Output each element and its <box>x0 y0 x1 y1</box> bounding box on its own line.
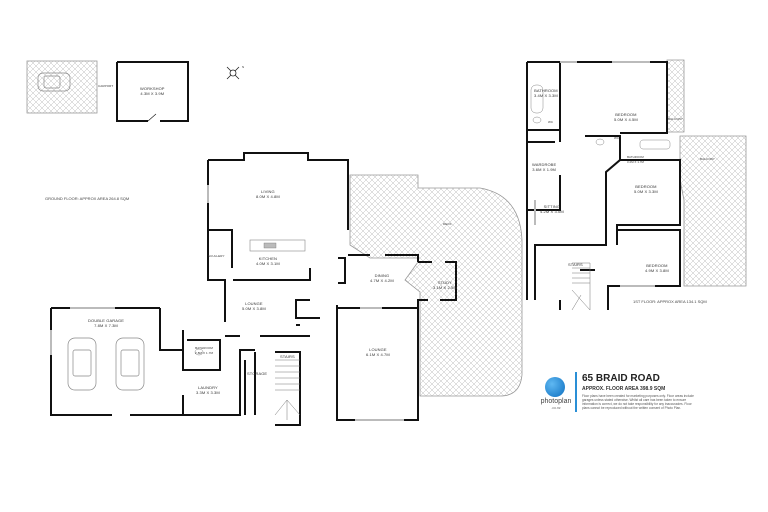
room-label-deck: DECK <box>443 222 452 226</box>
compass-north-label: N <box>242 65 245 69</box>
ground-floor-area-label: GROUND FLOOR: APPROX AREA 264.8 SQM <box>45 196 130 201</box>
car-icon <box>67 337 145 391</box>
room-label-balcony-2: BALCONY <box>700 157 716 161</box>
disclaimer-text: Floor plans have been created for market… <box>582 394 694 410</box>
room-label-wc: WC <box>548 120 554 124</box>
room-label-scullery: SCULLERY <box>208 254 225 258</box>
workshop <box>116 61 189 122</box>
ground-floor-walls <box>50 152 457 426</box>
carport <box>26 60 98 114</box>
room-label-stairs: STAIRS <box>280 354 295 359</box>
stairs-first <box>571 262 591 311</box>
room-label-balcony: BALCONY <box>668 117 684 121</box>
photoplan-logo: photoplan .co.nz <box>531 377 581 422</box>
total-floor-area: APPROX. FLOOR AREA 398.9 SQM <box>582 386 666 392</box>
property-address: 65 BRAID ROAD <box>582 373 660 384</box>
compass-icon <box>226 66 240 80</box>
room-label-carport: CARPORT <box>98 84 114 88</box>
first-floor-walls <box>526 61 681 310</box>
room-label-stairs-1f: STAIRS <box>568 262 583 267</box>
room-label-storage: STORAGE <box>247 371 268 376</box>
first-floor-area-label: 1ST FLOOR: APPROX AREA 134.1 SQM <box>633 299 707 304</box>
logo-wordmark: photoplan <box>540 398 572 405</box>
room-label-wc-2: WC <box>614 136 620 140</box>
stairs-ground <box>274 359 301 420</box>
car-icon <box>37 72 71 92</box>
deck <box>349 174 523 397</box>
logo-house-icon <box>545 377 565 397</box>
kitchen-island <box>249 239 306 252</box>
logo-domain: .co.nz <box>551 406 561 410</box>
title-divider <box>575 372 577 412</box>
